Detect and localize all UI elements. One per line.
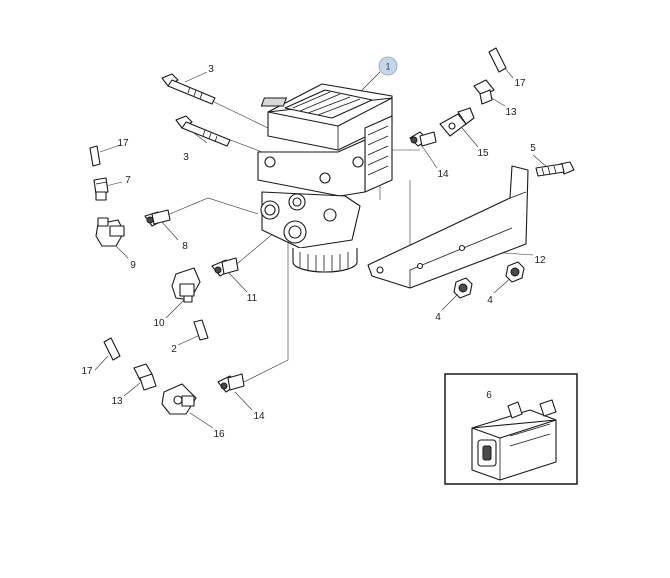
fitting-8 xyxy=(144,209,171,227)
callout-label-4-right: 4 xyxy=(487,295,493,306)
bolt-5 xyxy=(535,161,575,177)
callout-label-13-upper: 13 xyxy=(505,107,517,118)
fitting-11 xyxy=(211,257,239,277)
callout-label-3-upper: 3 xyxy=(208,64,214,75)
hose-clip-17-left xyxy=(89,145,101,167)
fitting-7 xyxy=(93,177,109,201)
bolt-3-upper xyxy=(161,73,216,105)
nut-4-left xyxy=(453,277,473,299)
hose-clip-17-lower xyxy=(103,337,121,361)
callout-label-17-upper-right: 17 xyxy=(514,78,526,89)
callout-label-13-lower: 13 xyxy=(111,396,123,407)
bolt-3-lower xyxy=(175,115,231,147)
callout-badge-1[interactable]: 1 xyxy=(378,56,398,76)
hose-clip-17-upper-right xyxy=(488,47,507,73)
callout-label-8: 8 xyxy=(182,241,188,252)
callout-label-14-lower: 14 xyxy=(253,411,265,422)
inset-detail-box xyxy=(444,373,578,485)
callout-label-11: 11 xyxy=(247,293,258,304)
elbow-13-lower xyxy=(133,363,157,391)
hose-clip-2 xyxy=(193,319,209,341)
callout-label-2: 2 xyxy=(171,344,177,355)
connector-16 xyxy=(161,383,197,415)
nut-4-right xyxy=(505,261,525,283)
callout-label-6: 6 xyxy=(486,390,492,401)
callout-labels: 3 3 17 13 15 14 5 12 4 4 17 7 8 9 11 10 … xyxy=(81,64,546,440)
callout-label-14-upper: 14 xyxy=(437,169,449,180)
callout-label-4-left: 4 xyxy=(435,312,441,323)
elbow-9 xyxy=(95,217,125,247)
mounting-bracket-12 xyxy=(367,165,529,289)
electrical-connector-6 xyxy=(471,399,557,481)
callout-label-15: 15 xyxy=(477,148,489,159)
fitting-14-lower xyxy=(217,373,245,393)
callout-label-1: 1 xyxy=(385,62,390,72)
modulator-valve-1 xyxy=(257,83,393,273)
callout-label-7: 7 xyxy=(125,175,131,186)
callout-label-3-lower: 3 xyxy=(183,152,189,163)
callout-label-12: 12 xyxy=(534,255,546,266)
connector-15 xyxy=(439,107,475,137)
callout-label-10: 10 xyxy=(153,318,165,329)
callout-label-16: 16 xyxy=(213,429,225,440)
elbow-13-upper xyxy=(473,79,495,105)
callout-label-5: 5 xyxy=(530,143,536,154)
callout-label-17-lower: 17 xyxy=(81,366,93,377)
callout-label-9: 9 xyxy=(130,260,136,271)
fitting-14-upper xyxy=(409,131,437,147)
elbow-10 xyxy=(171,267,201,303)
callout-label-17-left: 17 xyxy=(117,138,129,149)
